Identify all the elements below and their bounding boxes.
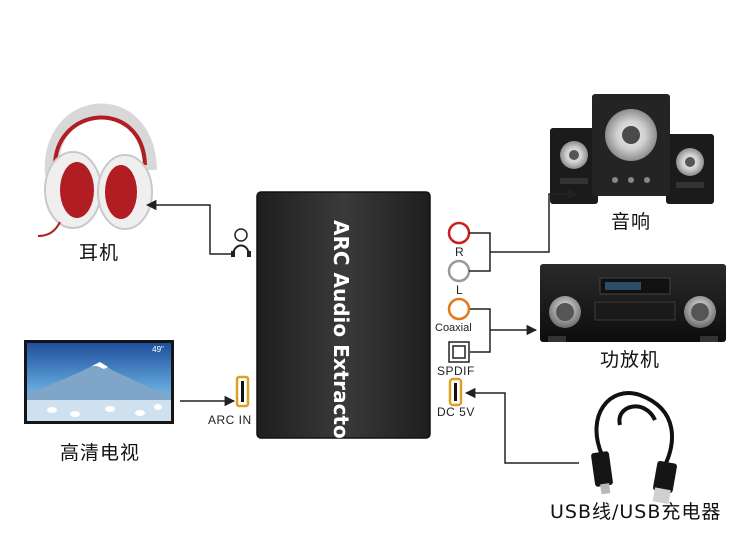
dc-5v-port-label: DC 5V bbox=[437, 405, 475, 419]
amplifier-label: 功放机 bbox=[600, 349, 661, 371]
tv-size-badge: 49" bbox=[152, 345, 164, 354]
usb-charger-label: USB线/USB充电器 bbox=[550, 501, 722, 523]
jack-l-icon bbox=[447, 259, 471, 283]
tv-label: 高清电视 bbox=[60, 442, 141, 464]
headphone-port-icon bbox=[231, 228, 251, 257]
arc-in-port-label: ARC IN bbox=[208, 413, 252, 427]
r-port-label: R bbox=[455, 245, 465, 259]
speakers-image bbox=[550, 94, 714, 204]
coaxial-jack-icon bbox=[447, 297, 471, 321]
amplifier-image bbox=[540, 264, 726, 342]
coaxial-port-label: Coaxial bbox=[435, 322, 472, 334]
jack-r-icon bbox=[447, 221, 471, 245]
optical-port-icon bbox=[448, 341, 470, 363]
hdmi-port-icon bbox=[235, 375, 250, 408]
spdif-port-label: SPDIF bbox=[437, 364, 475, 378]
headphones-image bbox=[37, 103, 157, 237]
headphones-label: 耳机 bbox=[79, 242, 120, 264]
speakers-label: 音响 bbox=[611, 211, 652, 233]
connection-lines bbox=[145, 188, 579, 464]
arc-audio-extractor-device: ARC Audio Extractor bbox=[256, 191, 431, 449]
l-port-label: L bbox=[456, 283, 464, 297]
usb-port-icon bbox=[448, 377, 463, 407]
device-name: ARC Audio Extractor bbox=[329, 220, 353, 449]
tv-image: 49" bbox=[24, 340, 174, 424]
usb-cable-image bbox=[591, 391, 677, 504]
